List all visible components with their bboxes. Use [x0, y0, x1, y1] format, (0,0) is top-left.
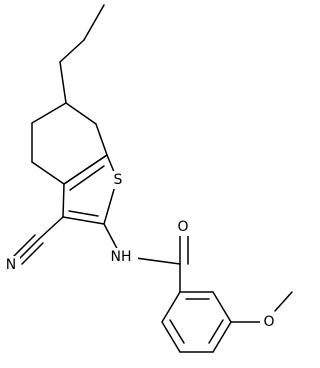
bond-cyclohexene-6: [31, 102, 67, 124]
bond-nitrile-single: [38, 216, 64, 240]
bond-nitrile-triple-3: [21, 242, 44, 265]
atom-label-nitrile-nitrogen: N: [6, 257, 16, 273]
chemical-structure-diagram: S N NH O O: [2, 4, 293, 353]
nitrile-nitrogen-label-mask: [2, 256, 20, 274]
carbonyl-oxygen-label-mask: [174, 218, 192, 236]
amide-nitrogen-label-mask: [105, 248, 138, 266]
bond-benzene-2: [212, 291, 232, 323]
bond-benzene-inner-3: [169, 319, 185, 344]
bond-benzene-5: [161, 321, 181, 353]
atom-label-amide-nitrogen: NH: [111, 249, 132, 265]
sulfur-label-mask: [110, 171, 126, 189]
bond-thiophene-c3a-c7a-inner: [69, 165, 105, 191]
bond-ether-oxygen-methyl: [274, 291, 293, 312]
ether-oxygen-label-mask: [260, 313, 278, 331]
bond-nitrile-triple-1: [17, 238, 40, 261]
bond-benzene-3: [212, 321, 232, 353]
bond-thiophene-c3-c3a: [62, 183, 65, 218]
bond-thiophene-c2-c3-inner: [68, 210, 99, 217]
bond-propyl-3: [59, 61, 67, 104]
bond-cyclohexene-2: [95, 123, 108, 156]
bond-cyclohexene-4: [31, 161, 65, 185]
bond-propyl-2: [59, 39, 85, 63]
bond-cyclohexene-1: [65, 102, 97, 125]
bond-benzene-6: [161, 291, 181, 323]
atom-label-carbonyl-oxygen: O: [177, 219, 188, 235]
bond-thiophene-c3a-c7a-outer: [63, 154, 108, 185]
bond-thiophene-c2-c3-outer: [62, 216, 105, 225]
bond-propyl-1: [83, 4, 105, 41]
bond-benzene-inner-2: [208, 319, 224, 344]
atom-label-ether-oxygen: O: [263, 314, 274, 330]
bond-nitrile-triple-2: [13, 234, 36, 257]
atom-label-sulfur: S: [114, 172, 123, 188]
